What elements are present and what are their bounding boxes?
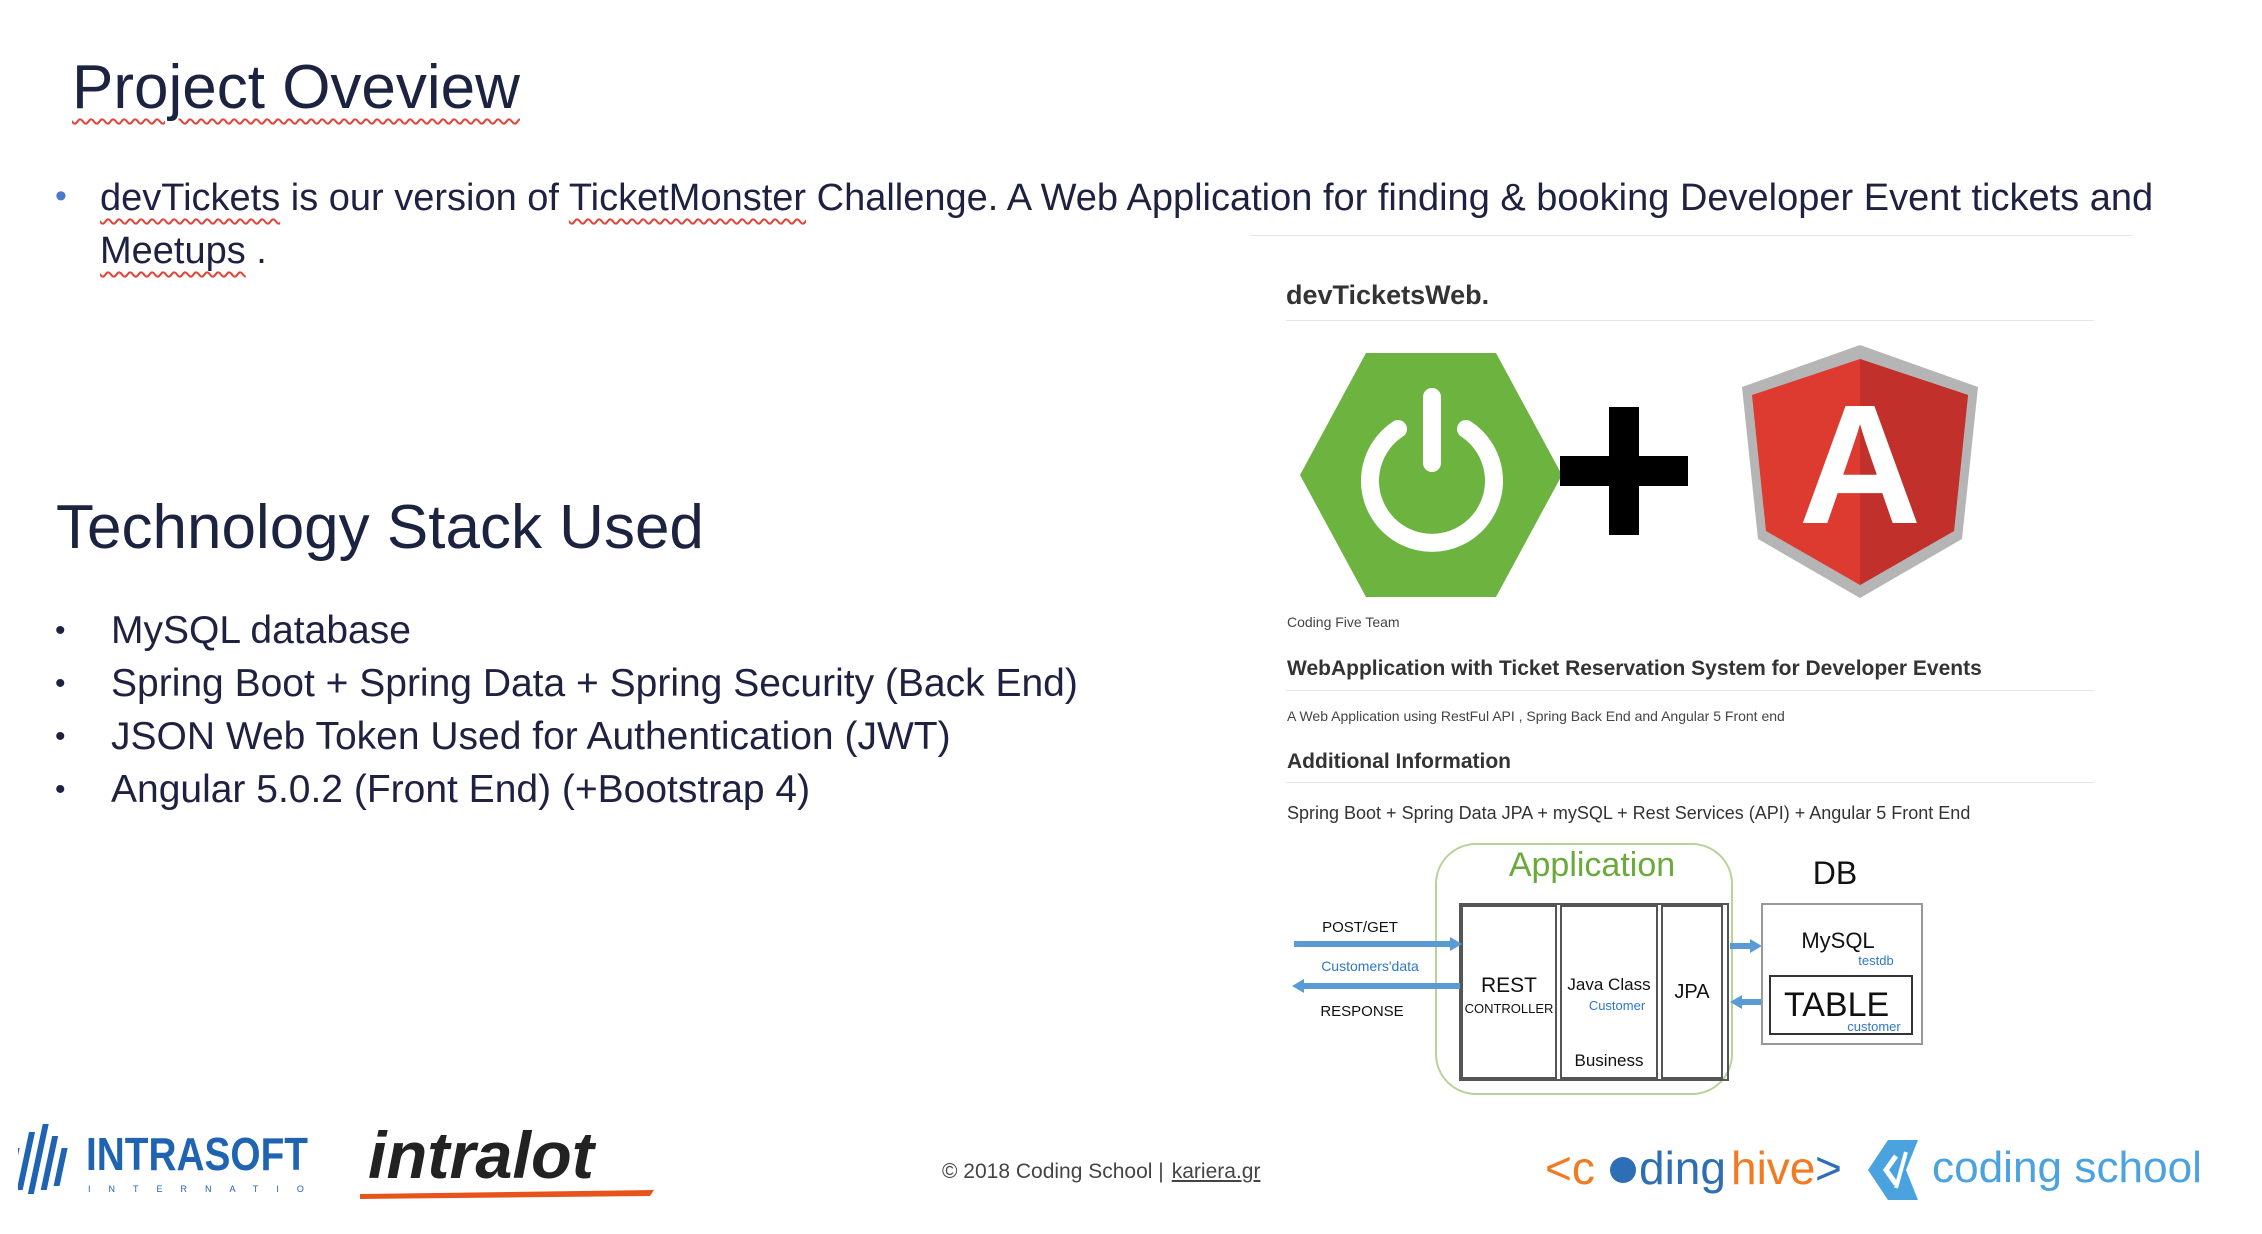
codingschool-wordmark: coding school xyxy=(1932,1143,2202,1192)
application-label: Application xyxy=(1509,846,1675,884)
customer-label: Customer xyxy=(1589,998,1646,1013)
rest-label: REST xyxy=(1481,974,1537,997)
intro-meetups: Meetups xyxy=(100,230,246,272)
divider xyxy=(1250,235,2132,236)
table-customer-label: customer xyxy=(1847,1019,1901,1034)
codinghive-dot-icon xyxy=(1610,1157,1636,1183)
divider xyxy=(1286,690,2094,691)
angular-letter: A xyxy=(1799,370,1922,560)
slide-title-text: Project Oveview xyxy=(72,53,520,122)
intro-text-4: Challenge. A Web Application for finding… xyxy=(806,177,2154,219)
application-boundary xyxy=(1435,843,1733,1095)
list-item: • MySQL database xyxy=(55,604,1078,657)
panel-heading-additional: Additional Information xyxy=(1287,750,1511,773)
table-label: TABLE xyxy=(1784,986,1889,1024)
bullet-icon: • xyxy=(55,720,66,753)
tech-item-label: Spring Boot + Spring Data + Spring Secur… xyxy=(111,662,1078,705)
architecture-diagram: Application DB REST CONTROLLER Java Clas… xyxy=(1292,843,1923,1095)
divider xyxy=(1286,782,2094,783)
team-label: Coding Five Team xyxy=(1287,614,1400,630)
slide-title: Project Oveview xyxy=(72,52,520,123)
list-item: • Spring Boot + Spring Data + Spring Secu… xyxy=(55,657,1078,710)
intrasoft-wordmark: INTRASOFT xyxy=(86,1128,308,1180)
controller-label: CONTROLLER xyxy=(1465,1001,1554,1016)
tech-stack-list: • MySQL database • Spring Boot + Spring Da… xyxy=(55,604,1078,816)
codingschool-mark-icon xyxy=(1868,1140,1918,1200)
post-get-label: POST/GET xyxy=(1322,919,1398,936)
footer-copyright: © 2018 Coding School | kariera.gr xyxy=(942,1160,1260,1184)
codingschool-logo: coding school xyxy=(1868,1140,2202,1200)
intro-paragraph: • devTickets is our version of TicketMon… xyxy=(55,172,2205,278)
intrasoft-mark-icon xyxy=(18,1124,68,1194)
codinghive-hive: hive xyxy=(1731,1142,1815,1194)
intro-text-2: is our version of xyxy=(280,177,569,219)
db-label: DB xyxy=(1813,855,1857,891)
intrasoft-subtitle: INTERNATIONAL xyxy=(88,1184,313,1194)
bullet-icon: • xyxy=(55,773,66,806)
intralot-wordmark: intralot xyxy=(368,1120,597,1192)
intro-text-6: . xyxy=(245,230,267,272)
spring-boot-icon xyxy=(1300,353,1562,597)
jpa-label: JPA xyxy=(1674,981,1710,1003)
tech-stack-title: Technology Stack Used xyxy=(56,493,704,562)
panel-stack-line: Spring Boot + Spring Data JPA + mySQL + … xyxy=(1287,803,1971,823)
bullet-icon: • xyxy=(55,614,66,647)
list-item: • JSON Web Token Used for Authentication … xyxy=(55,710,1078,763)
tech-item-label: Angular 5.0.2 (Front End) (+Bootstrap 4) xyxy=(111,768,811,811)
intro-devtickets: devTickets xyxy=(100,177,281,219)
bullet-icon: • xyxy=(55,667,66,700)
angular-icon: A xyxy=(1742,345,1978,598)
tech-logos: A xyxy=(1300,345,1978,598)
codinghive-bracket-right: > xyxy=(1815,1142,1842,1194)
intralot-logo: intralot xyxy=(360,1120,654,1199)
response-arrowhead xyxy=(1292,979,1304,993)
codinghive-ding: ding xyxy=(1639,1142,1726,1194)
divider xyxy=(1286,320,2094,321)
intro-ticketmonster: TicketMonster xyxy=(568,177,807,219)
customers-data-label: Customers'data xyxy=(1321,958,1419,974)
bullet-icon: • xyxy=(55,177,67,215)
intralot-swoosh-icon xyxy=(360,1190,654,1199)
tech-item-label: JSON Web Token Used for Authentication (… xyxy=(111,715,951,758)
testdb-label: testdb xyxy=(1858,953,1893,968)
request-arrowhead xyxy=(1450,937,1462,951)
list-item: • Angular 5.0.2 (Front End) (+Bootstrap 4… xyxy=(55,763,1078,816)
db-request-arrowhead xyxy=(1750,939,1762,953)
intro-text: devTickets is our version of TicketMonst… xyxy=(100,172,2205,278)
java-class-label: Java Class xyxy=(1567,975,1650,994)
tech-item-label: MySQL database xyxy=(111,609,411,652)
rest-controller-box xyxy=(1461,905,1557,1079)
codinghive-bracket-left: <c xyxy=(1545,1142,1595,1194)
table-box xyxy=(1769,975,1913,1035)
response-label: RESPONSE xyxy=(1320,1003,1403,1020)
mysql-label: MySQL xyxy=(1801,928,1874,953)
kariera-link[interactable]: kariera.gr xyxy=(1171,1160,1261,1183)
business-label: Business xyxy=(1575,1051,1644,1070)
copyright-text: © 2018 Coding School | xyxy=(942,1160,1164,1183)
intrasoft-logo: INTRASOFT INTERNATIONAL xyxy=(18,1124,313,1194)
app-container xyxy=(1459,903,1729,1081)
panel-title: devTicketsWeb. xyxy=(1286,280,1490,310)
java-class-box xyxy=(1560,905,1658,1079)
panel-description: A Web Application using RestFul API , Sp… xyxy=(1287,708,1785,724)
codinghive-logo: <c ding hive > xyxy=(1545,1142,1842,1194)
panel-heading-main: WebApplication with Ticket Reservation S… xyxy=(1287,657,1982,680)
plus-icon xyxy=(1560,407,1688,535)
db-response-arrowhead xyxy=(1730,995,1742,1009)
jpa-box xyxy=(1661,905,1723,1079)
